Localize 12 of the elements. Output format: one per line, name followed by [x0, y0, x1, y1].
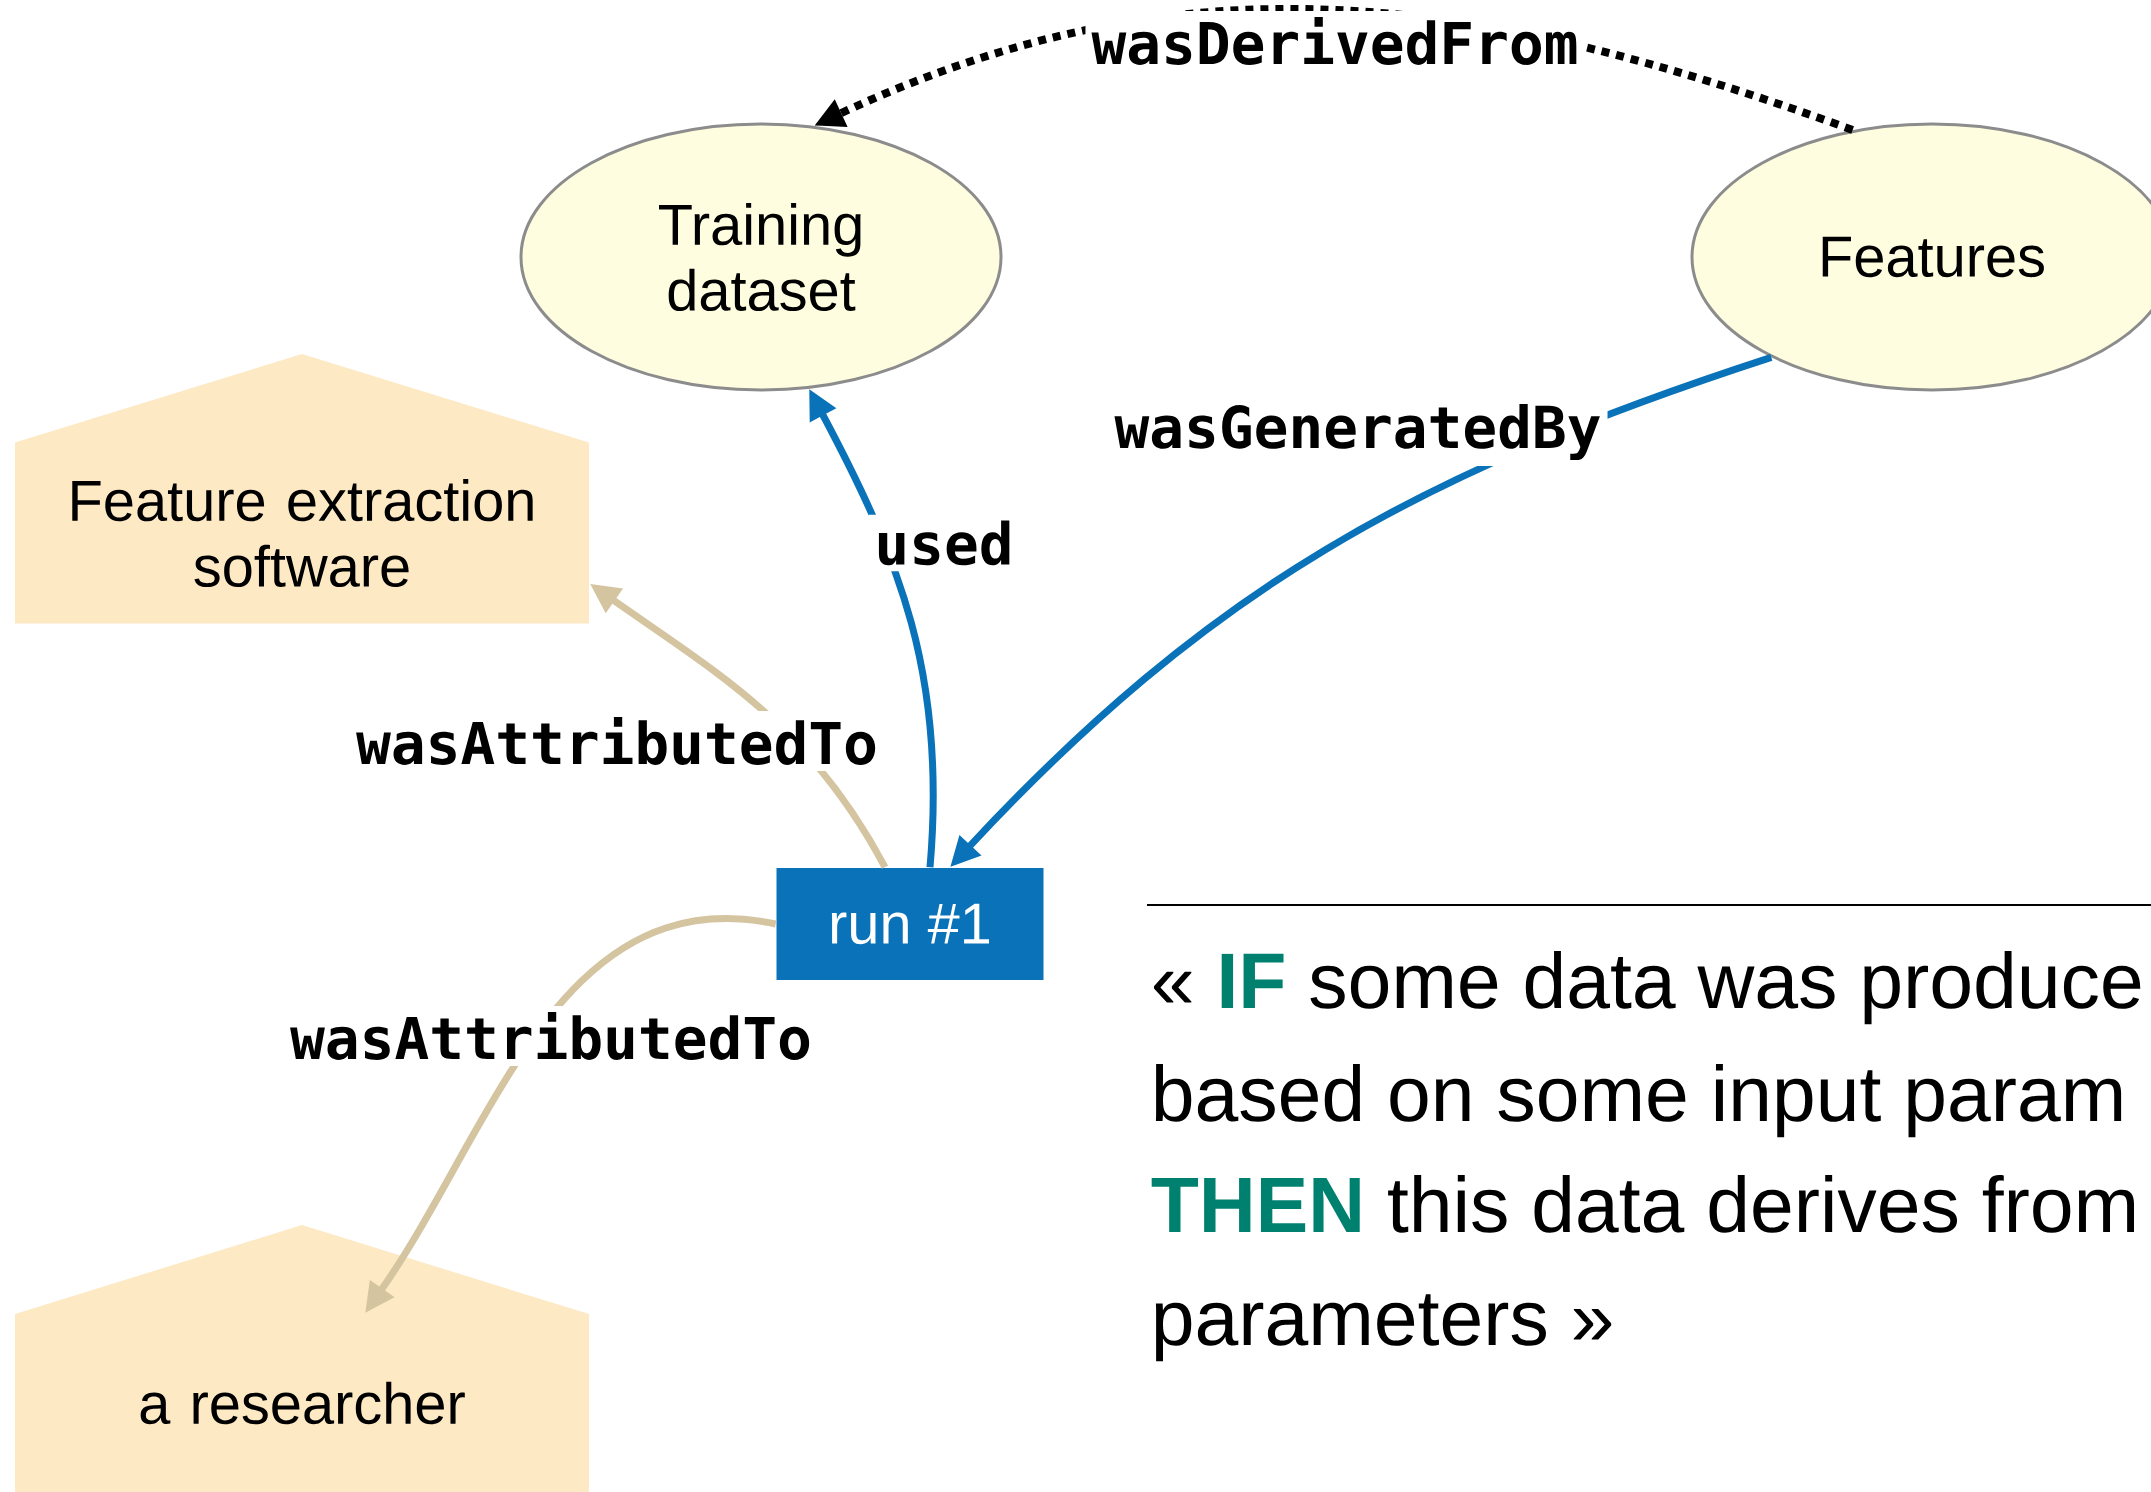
quote-text: THEN this data derives from — [1151, 1175, 2134, 1233]
edge-label: wasAttributedTo — [284, 1006, 818, 1066]
activity-box: run #1 — [776, 868, 1044, 980]
edge-label: used — [868, 514, 1020, 572]
edge-label: wasGeneratedBy — [1108, 398, 1608, 466]
edge-label: wasDerivedFrom — [1085, 11, 1585, 71]
agent-house: a researcher — [15, 1225, 589, 1492]
quote-text: based on some input param — [1155, 1064, 2122, 1138]
quote-text: parameters » — [1155, 1294, 1612, 1362]
edge-label: wasAttributedTo — [350, 711, 884, 771]
agent-house: Feature extraction software — [15, 354, 589, 624]
quote-text: « IF some data was produce — [1154, 951, 2141, 1025]
